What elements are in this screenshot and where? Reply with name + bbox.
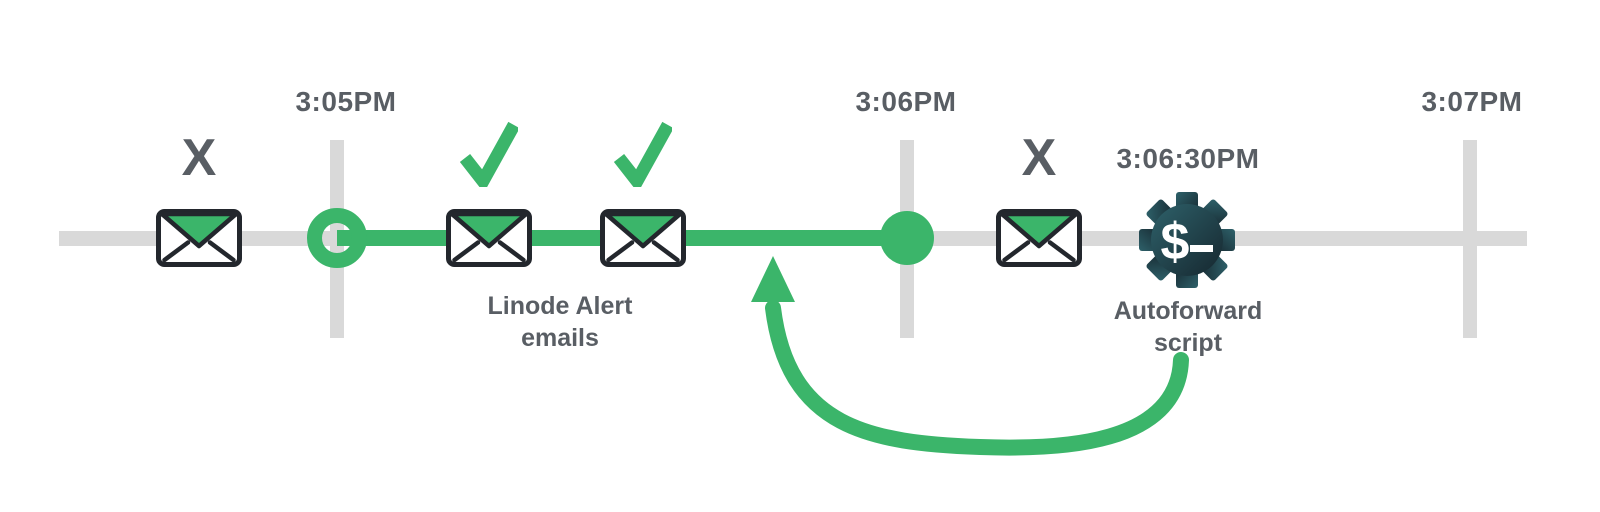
envelope-icon bbox=[996, 209, 1082, 267]
autoforward-script-label: Autoforward script bbox=[1068, 295, 1308, 359]
check-icon bbox=[614, 121, 672, 187]
check-icon bbox=[460, 121, 518, 187]
cursor-underscore bbox=[1190, 245, 1213, 252]
x-mark: X bbox=[1021, 129, 1057, 187]
envelope-icon bbox=[600, 209, 686, 267]
caption-line: script bbox=[1153, 329, 1223, 357]
time-label-3-06pm: 3:06PM bbox=[855, 86, 957, 117]
timeline-ring-marker bbox=[307, 208, 367, 268]
envelope-icon bbox=[446, 209, 532, 267]
caption-line: Autoforward bbox=[1113, 297, 1263, 325]
linode-alert-emails-label: Linode Alert emails bbox=[440, 290, 680, 354]
x-mark: X bbox=[181, 129, 217, 187]
time-label-3-05pm: 3:05PM bbox=[295, 86, 397, 117]
envelope-icon bbox=[156, 209, 242, 267]
timeline-dot-marker bbox=[880, 211, 934, 265]
gear-dollar-script-icon: $ bbox=[1139, 192, 1235, 288]
dollar-glyph: $ bbox=[1161, 213, 1190, 271]
time-label-3-07pm: 3:07PM bbox=[1421, 86, 1523, 117]
time-label-3-06-30pm: 3:06:30PM bbox=[1116, 143, 1260, 174]
caption-line: emails bbox=[521, 324, 599, 352]
curved-arrow-icon bbox=[751, 256, 1189, 456]
tick-3-07pm bbox=[1463, 140, 1477, 338]
caption-line: Linode Alert bbox=[487, 292, 633, 320]
